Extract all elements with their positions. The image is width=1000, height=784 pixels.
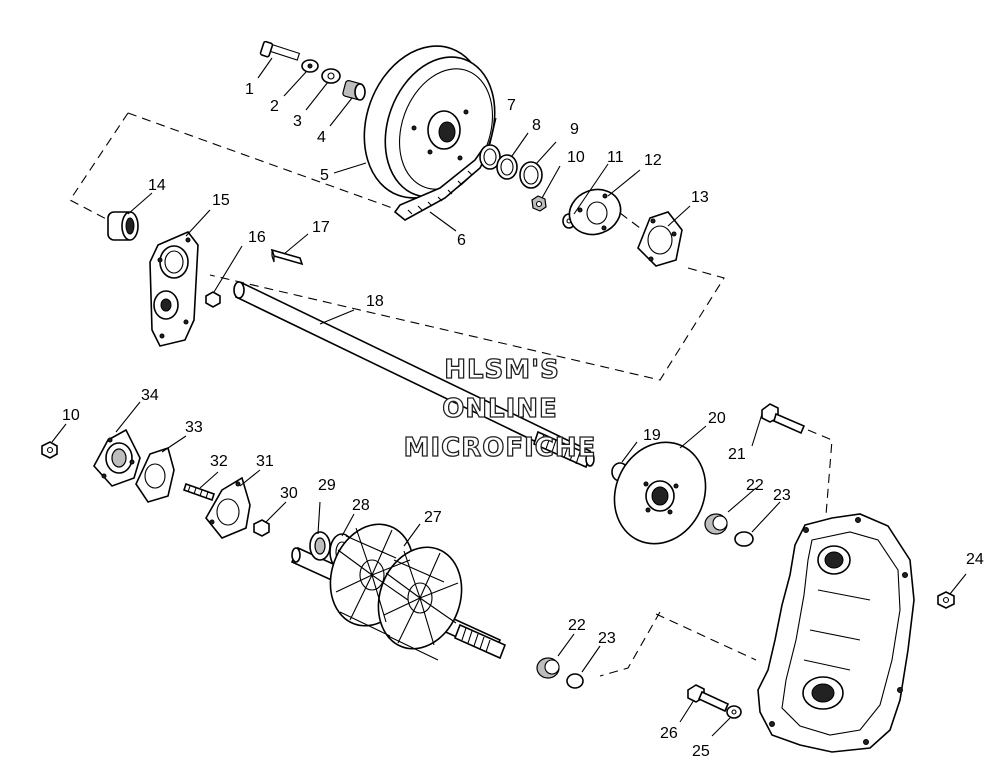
- watermark: HLSM'S ONLINE MICROFICHE: [403, 354, 597, 463]
- callout-10-upper: 10: [567, 149, 585, 166]
- callout-2: 2: [270, 98, 279, 115]
- callout-21: 21: [728, 446, 746, 463]
- chaincase-housing: [757, 513, 915, 753]
- callout-8: 8: [532, 117, 541, 134]
- plate-part-12: [568, 188, 622, 236]
- nut-part-30: [253, 519, 270, 537]
- drive-axle-assembly: [290, 523, 507, 661]
- callout-5: 5: [320, 167, 329, 184]
- callout-10-lower: 10: [62, 407, 80, 424]
- drive-sprocket-part-27: [329, 523, 463, 661]
- nut-part-10-lower: [41, 441, 58, 459]
- callout-23-lower: 23: [598, 630, 616, 647]
- callout-22-upper: 22: [746, 477, 764, 494]
- sprocket-part-20: [613, 441, 707, 545]
- assembly-dashed-lines: [69, 112, 833, 677]
- callout-leader-lines: [51, 57, 967, 737]
- bolt-part-16: [205, 291, 221, 308]
- callout-13: 13: [691, 189, 709, 206]
- watermark-line-1: HLSM'S: [444, 355, 560, 385]
- callout-29: 29: [318, 477, 336, 494]
- bearing-part-14: [107, 211, 139, 241]
- seal-part-23-upper: [734, 531, 754, 547]
- bearing-part-29: [309, 531, 331, 561]
- shaft-part-18: [233, 281, 595, 469]
- callout-16: 16: [248, 229, 266, 246]
- callout-11: 11: [607, 149, 624, 166]
- watermark-line-3: MICROFICHE: [404, 433, 597, 463]
- callout-24: 24: [966, 551, 984, 568]
- callout-33: 33: [185, 419, 203, 436]
- bolt-part-26: [687, 684, 730, 713]
- callout-12: 12: [644, 152, 662, 169]
- callout-30: 30: [280, 485, 298, 502]
- cover-plate-part-15: [149, 231, 199, 347]
- gasket-part-33: [135, 446, 175, 503]
- callout-18: 18: [366, 293, 384, 310]
- callout-17: 17: [312, 219, 330, 236]
- watermark-line-2: ONLINE: [442, 394, 558, 424]
- bearing-part-22-upper: [704, 513, 728, 535]
- nut-part-24: [937, 591, 955, 609]
- nut-part-10-upper: [531, 195, 547, 212]
- callout-3: 3: [293, 113, 302, 130]
- callout-23-upper: 23: [773, 487, 791, 504]
- callout-1: 1: [245, 81, 254, 98]
- callout-9: 9: [570, 121, 579, 138]
- key-part-17: [270, 248, 304, 266]
- bearing-part-22-lower: [536, 657, 560, 679]
- callout-28: 28: [352, 497, 370, 514]
- callout-27: 27: [424, 509, 442, 526]
- spacer-part-4: [342, 80, 366, 101]
- callout-15: 15: [212, 192, 230, 209]
- pulley-part-5: [363, 45, 496, 199]
- callout-4: 4: [317, 129, 326, 146]
- seal-part-23-lower: [566, 673, 584, 689]
- bolt-part-21: [761, 403, 806, 435]
- callout-20: 20: [708, 410, 726, 427]
- callout-34: 34: [141, 387, 159, 404]
- callout-26: 26: [660, 725, 678, 742]
- callout-6: 6: [457, 232, 466, 249]
- callout-25: 25: [692, 743, 710, 760]
- pin-part-32: [182, 482, 216, 502]
- plate-part-13: [637, 211, 683, 267]
- bearing-plate-part-31: [205, 476, 251, 539]
- bearing-flange-part-34: [93, 428, 141, 487]
- callout-22-lower: 22: [568, 617, 586, 634]
- callout-31: 31: [256, 453, 274, 470]
- callout-7: 7: [507, 97, 516, 114]
- callout-32: 32: [210, 453, 228, 470]
- callout-labels: 1 2 3 4 5 6 7 8 9 10 11 12 13 14 15 16 1…: [62, 81, 984, 760]
- callout-19: 19: [643, 427, 661, 444]
- bolt-part-1: [259, 40, 301, 61]
- callout-14: 14: [148, 177, 166, 194]
